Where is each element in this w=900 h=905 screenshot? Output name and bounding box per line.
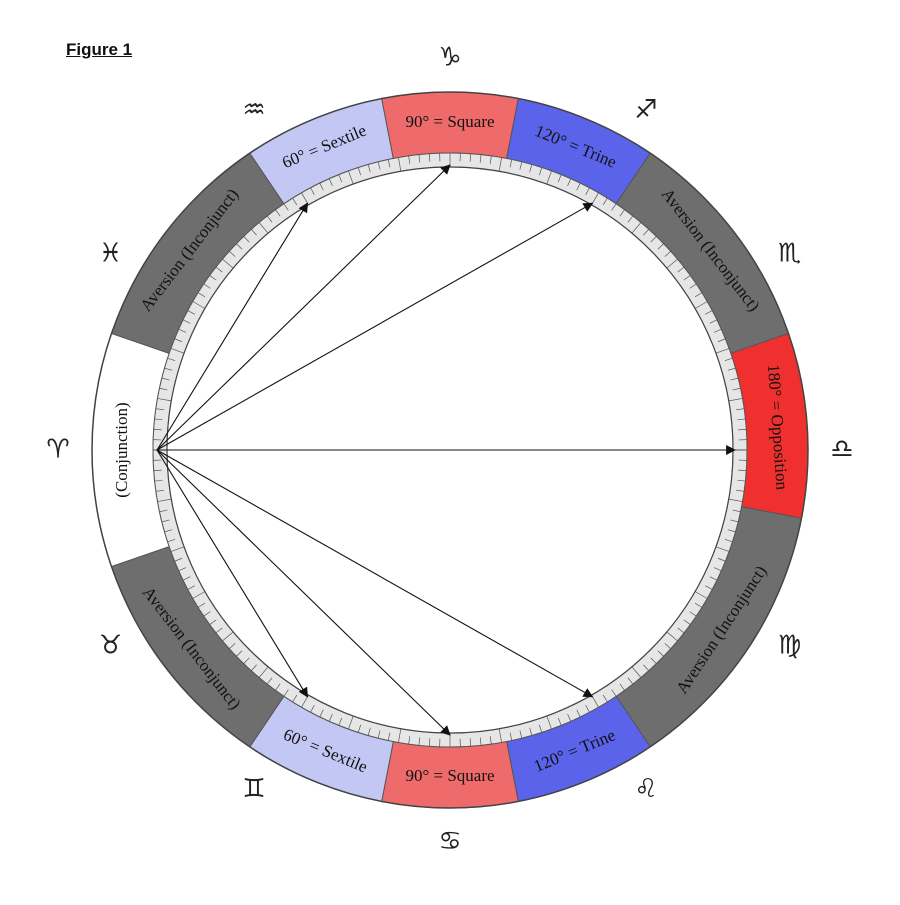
segment-label-square-bottom: 90° = Square	[405, 766, 494, 785]
aries-icon: ♈	[46, 435, 69, 465]
figure-title: Figure 1	[66, 40, 132, 60]
aquarius-icon: ♒	[242, 95, 265, 125]
scorpio-icon: ♏	[778, 239, 801, 269]
pisces-icon: ♓	[99, 239, 122, 269]
sagittarius-icon: ♐	[634, 95, 657, 125]
libra-icon: ♎	[830, 435, 853, 465]
taurus-icon: ♉	[99, 631, 122, 661]
segment-label-conjunction: (Conjunction)	[112, 402, 131, 497]
virgo-icon: ♍	[778, 631, 801, 661]
gemini-icon: ♊	[242, 774, 265, 804]
cancer-icon: ♋	[438, 827, 461, 857]
segment-label-square-top: 90° = Square	[405, 112, 494, 131]
leo-icon: ♌	[634, 774, 657, 804]
capricorn-icon: ♑	[438, 43, 461, 73]
